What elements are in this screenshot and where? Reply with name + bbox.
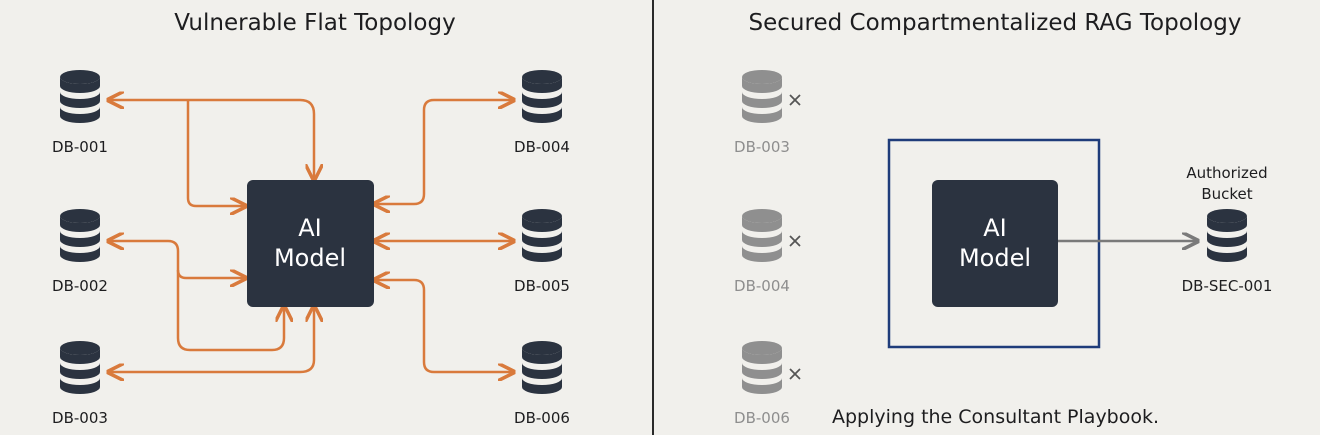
db-label: DB-002 bbox=[52, 277, 108, 295]
db-label: DB-004 bbox=[734, 277, 790, 295]
right-model-line1: AI bbox=[983, 214, 1007, 242]
database-icon bbox=[1207, 209, 1247, 262]
right-ai-model: AI Model bbox=[932, 180, 1058, 307]
database-icon bbox=[60, 341, 100, 394]
database-icon bbox=[522, 70, 562, 123]
arrow-db-002-to-model bbox=[110, 241, 244, 278]
right-model-line2: Model bbox=[959, 244, 1031, 272]
left-model-line1: AI bbox=[298, 214, 322, 242]
db-label: DB-003 bbox=[734, 138, 790, 156]
db-label: DB-005 bbox=[514, 277, 570, 295]
database-node-db-001: DB-001 bbox=[52, 70, 108, 156]
left-panel: Vulnerable Flat Topology AI Model bbox=[52, 10, 570, 427]
database-icon bbox=[60, 70, 100, 123]
blocked-database-db-003: DB-003 bbox=[734, 70, 801, 156]
right-title: Secured Compartmentalized RAG Topology bbox=[749, 10, 1242, 36]
left-model-line2: Model bbox=[274, 244, 346, 272]
authorized-label-line2: Bucket bbox=[1201, 185, 1252, 203]
database-icon bbox=[742, 70, 782, 123]
database-node-db-002: DB-002 bbox=[52, 209, 108, 295]
arrow-db-004-to-model bbox=[376, 100, 512, 204]
database-icon bbox=[742, 209, 782, 262]
blocked-x-icon bbox=[789, 368, 801, 380]
db-label: DB-SEC-001 bbox=[1182, 277, 1273, 295]
db-label: DB-003 bbox=[52, 409, 108, 427]
blocked-database-db-006: DB-006 bbox=[734, 341, 801, 427]
caption: Applying the Consultant Playbook. bbox=[832, 406, 1159, 428]
arrow-db-003-to-model bbox=[110, 308, 314, 372]
authorized-label-line1: Authorized bbox=[1186, 164, 1267, 182]
arrow-db-006-to-model bbox=[376, 280, 512, 372]
database-node-db-005: DB-005 bbox=[514, 209, 570, 295]
db-label: DB-006 bbox=[734, 409, 790, 427]
db-label: DB-006 bbox=[514, 409, 570, 427]
database-icon bbox=[742, 341, 782, 394]
db-label: DB-001 bbox=[52, 138, 108, 156]
database-icon bbox=[522, 209, 562, 262]
blocked-x-icon bbox=[789, 235, 801, 247]
database-node-db-006: DB-006 bbox=[514, 341, 570, 427]
arrow-db-001-to-model-top bbox=[110, 100, 314, 178]
arrow-db-001-to-model-left bbox=[186, 100, 244, 206]
right-panel: Secured Compartmentalized RAG Topology D… bbox=[734, 10, 1272, 428]
database-node-db-003: DB-003 bbox=[52, 341, 108, 427]
security-boundary bbox=[887, 138, 1101, 349]
left-ai-model: AI Model bbox=[247, 180, 374, 307]
blocked-database-db-004: DB-004 bbox=[734, 209, 801, 295]
database-node-db-004: DB-004 bbox=[514, 70, 570, 156]
left-title: Vulnerable Flat Topology bbox=[174, 10, 455, 36]
blocked-x-icon bbox=[789, 94, 801, 106]
database-icon bbox=[522, 341, 562, 394]
authorized-bucket: Authorized Bucket DB-SEC-001 bbox=[1182, 164, 1273, 295]
database-icon bbox=[60, 209, 100, 262]
db-label: DB-004 bbox=[514, 138, 570, 156]
left-arrows bbox=[110, 100, 512, 372]
